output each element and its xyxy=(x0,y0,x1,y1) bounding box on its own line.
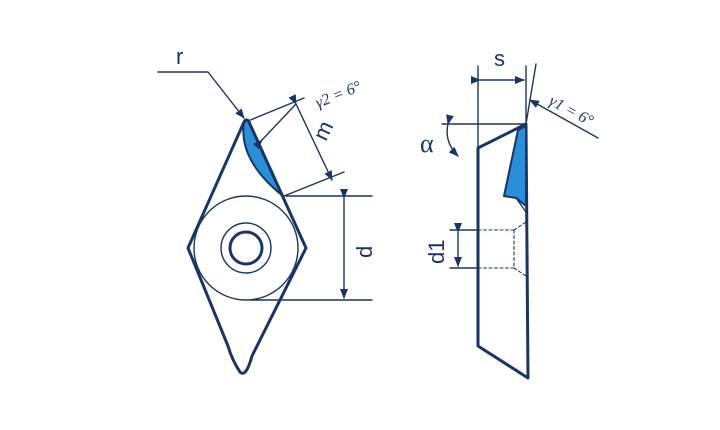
label-r: r xyxy=(176,44,183,69)
radius-callout: r xyxy=(157,44,245,119)
insert-top-view xyxy=(186,118,308,375)
alpha-angle: α xyxy=(420,114,527,158)
gamma1-callout: γ1 = 6° xyxy=(525,63,599,139)
clamp-face-circle xyxy=(193,195,299,301)
m-dimension: m xyxy=(247,94,345,197)
hidden-hole xyxy=(477,221,527,277)
side-view-outline xyxy=(476,122,530,380)
label-alpha: α xyxy=(420,129,434,158)
label-s: s xyxy=(494,46,505,71)
d-dimension: d xyxy=(249,189,377,301)
label-gamma2: γ2 = 6° xyxy=(313,78,364,112)
rake-face-right xyxy=(502,124,527,209)
label-d1: d1 xyxy=(424,240,449,264)
s-dimension: s xyxy=(471,46,527,149)
label-d: d xyxy=(352,246,377,258)
center-hole xyxy=(228,230,264,266)
center-hole-chamfer xyxy=(220,222,272,274)
insert-outline xyxy=(186,118,308,375)
label-gamma1: γ1 = 6° xyxy=(546,93,596,131)
d1-dimension: d1 xyxy=(424,223,479,269)
insert-side-view xyxy=(476,122,530,380)
